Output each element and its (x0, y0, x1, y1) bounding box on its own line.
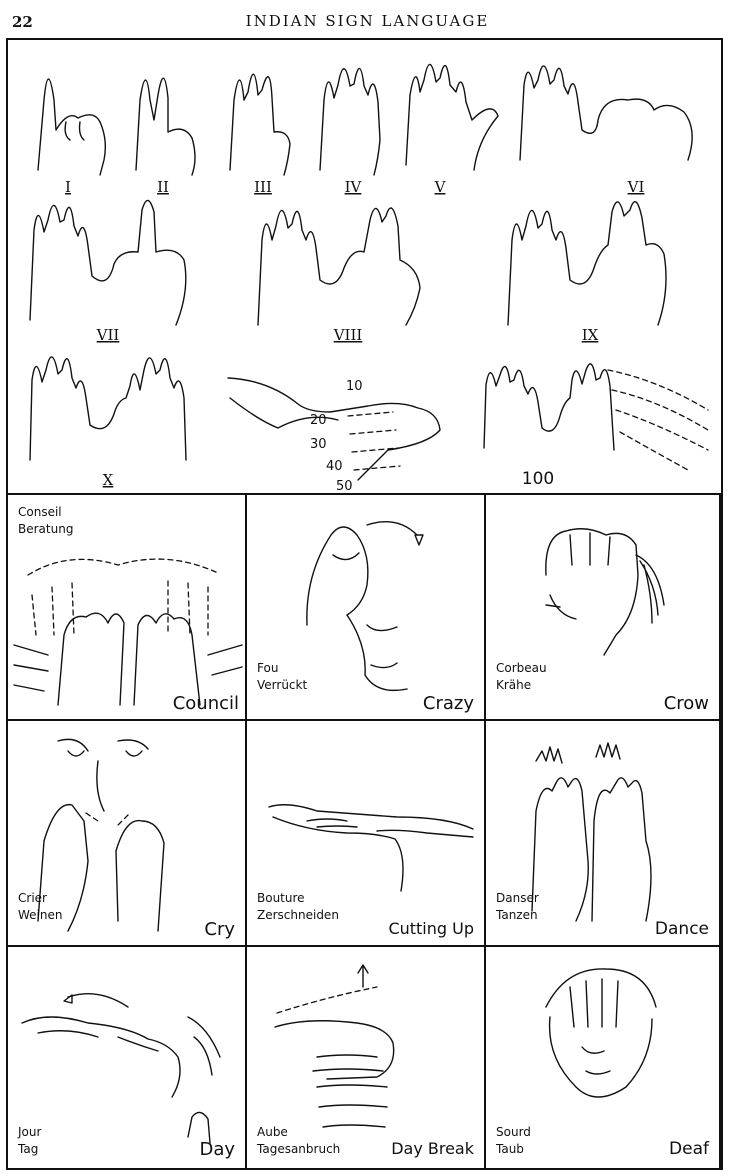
hand-nine-illustration (507, 201, 667, 326)
day-english-label: Day (199, 1139, 235, 1160)
sign-cell-council: Conseil Beratung Council (8, 495, 247, 721)
crow-illustration (545, 528, 665, 656)
day-illustration (21, 992, 221, 1144)
numeral-two: II (157, 178, 169, 196)
dance-french-label: Danser (496, 891, 539, 905)
count-fifty-label: 50 (336, 479, 353, 494)
numeral-ten: X (103, 471, 114, 489)
council-french-label: Conseil (18, 505, 62, 519)
sign-cell-cry: Crier Weinen Cry (8, 721, 247, 947)
numeral-three: III (254, 178, 272, 196)
numbers-panel: I II III IV V VI VII VIII IX X (8, 40, 721, 495)
crow-english-label: Crow (663, 693, 709, 714)
council-illustration (13, 558, 243, 706)
dance-german-label: Tanzen (496, 908, 538, 922)
page-number: 22 (12, 13, 33, 31)
day-german-label: Tag (18, 1142, 39, 1156)
crazy-french-label: Fou (257, 661, 279, 675)
hand-six-illustration (519, 65, 693, 161)
day-break-english-label: Day Break (391, 1139, 474, 1158)
crazy-german-label: Verrückt (257, 678, 308, 692)
council-german-label: Beratung (18, 522, 74, 536)
numeral-nine: IX (582, 326, 599, 344)
sign-cell-day-break: Aube Tagesanbruch Day Break (247, 947, 486, 1168)
hand-five-illustration (405, 63, 499, 171)
numeral-seven: VII (96, 326, 120, 344)
sign-cell-day: Jour Tag Day (8, 947, 247, 1168)
crow-french-label: Corbeau (496, 661, 547, 675)
numbers-illustration: I II III IV V VI VII VIII IX X (29, 63, 709, 494)
page-title: INDIAN SIGN LANGUAGE (245, 12, 490, 30)
hand-two-illustration (135, 77, 196, 176)
day-break-german-label: Tagesanbruch (257, 1142, 341, 1156)
count-forty-label: 40 (326, 459, 343, 474)
hand-hundred-illustration (483, 363, 709, 471)
sign-cell-dance: Danser Tanzen Dance (486, 721, 721, 947)
signs-grid: Conseil Beratung Council Fou Verrückt Cr… (8, 495, 721, 1168)
numeral-four: IV (345, 178, 363, 196)
numeral-one: I (65, 178, 71, 196)
numeral-six: VI (627, 178, 645, 196)
crazy-illustration (306, 521, 424, 692)
deaf-english-label: Deaf (669, 1139, 709, 1159)
deaf-german-label: Taub (496, 1142, 524, 1156)
crazy-english-label: Crazy (422, 693, 474, 714)
cry-german-label: Weinen (18, 908, 63, 922)
hand-three-illustration (229, 73, 291, 176)
council-english-label: Council (172, 693, 239, 714)
numeral-eight: VIII (333, 326, 363, 344)
cutting-up-illustration (268, 804, 474, 892)
hand-ten-illustration (29, 356, 187, 461)
count-twenty-label: 20 (310, 413, 327, 428)
sign-cell-cutting-up: Bouture Zerschneiden Cutting Up (247, 721, 486, 947)
cry-french-label: Crier (18, 891, 47, 905)
dance-english-label: Dance (654, 919, 709, 939)
hundred-label: 100 (522, 469, 554, 489)
hand-four-illustration (319, 67, 381, 176)
day-break-french-label: Aube (257, 1125, 288, 1139)
cutting-up-english-label: Cutting Up (388, 919, 474, 938)
cutting-up-german-label: Zerschneiden (257, 908, 339, 922)
sign-cell-deaf: Sourd Taub Deaf (486, 947, 721, 1168)
cry-illustration (37, 738, 165, 932)
crow-german-label: Krähe (496, 678, 532, 692)
dance-illustration (531, 742, 652, 922)
sign-cell-crazy: Fou Verrückt Crazy (247, 495, 486, 721)
count-ten-label: 10 (346, 379, 363, 394)
illustration-frame: I II III IV V VI VII VIII IX X (6, 38, 723, 1170)
cry-english-label: Cry (204, 919, 235, 940)
finger-count-illustration (227, 377, 441, 481)
day-french-label: Jour (18, 1125, 42, 1139)
day-break-illustration (274, 964, 395, 1128)
hand-seven-illustration (29, 199, 187, 326)
numeral-five: V (434, 178, 447, 196)
cutting-up-french-label: Bouture (257, 891, 305, 905)
deaf-illustration (545, 968, 657, 1098)
count-thirty-label: 30 (310, 437, 327, 452)
hand-eight-illustration (257, 207, 421, 326)
sign-cell-crow: Corbeau Krähe Crow (486, 495, 721, 721)
hand-one-illustration (37, 78, 107, 176)
deaf-french-label: Sourd (496, 1125, 531, 1139)
